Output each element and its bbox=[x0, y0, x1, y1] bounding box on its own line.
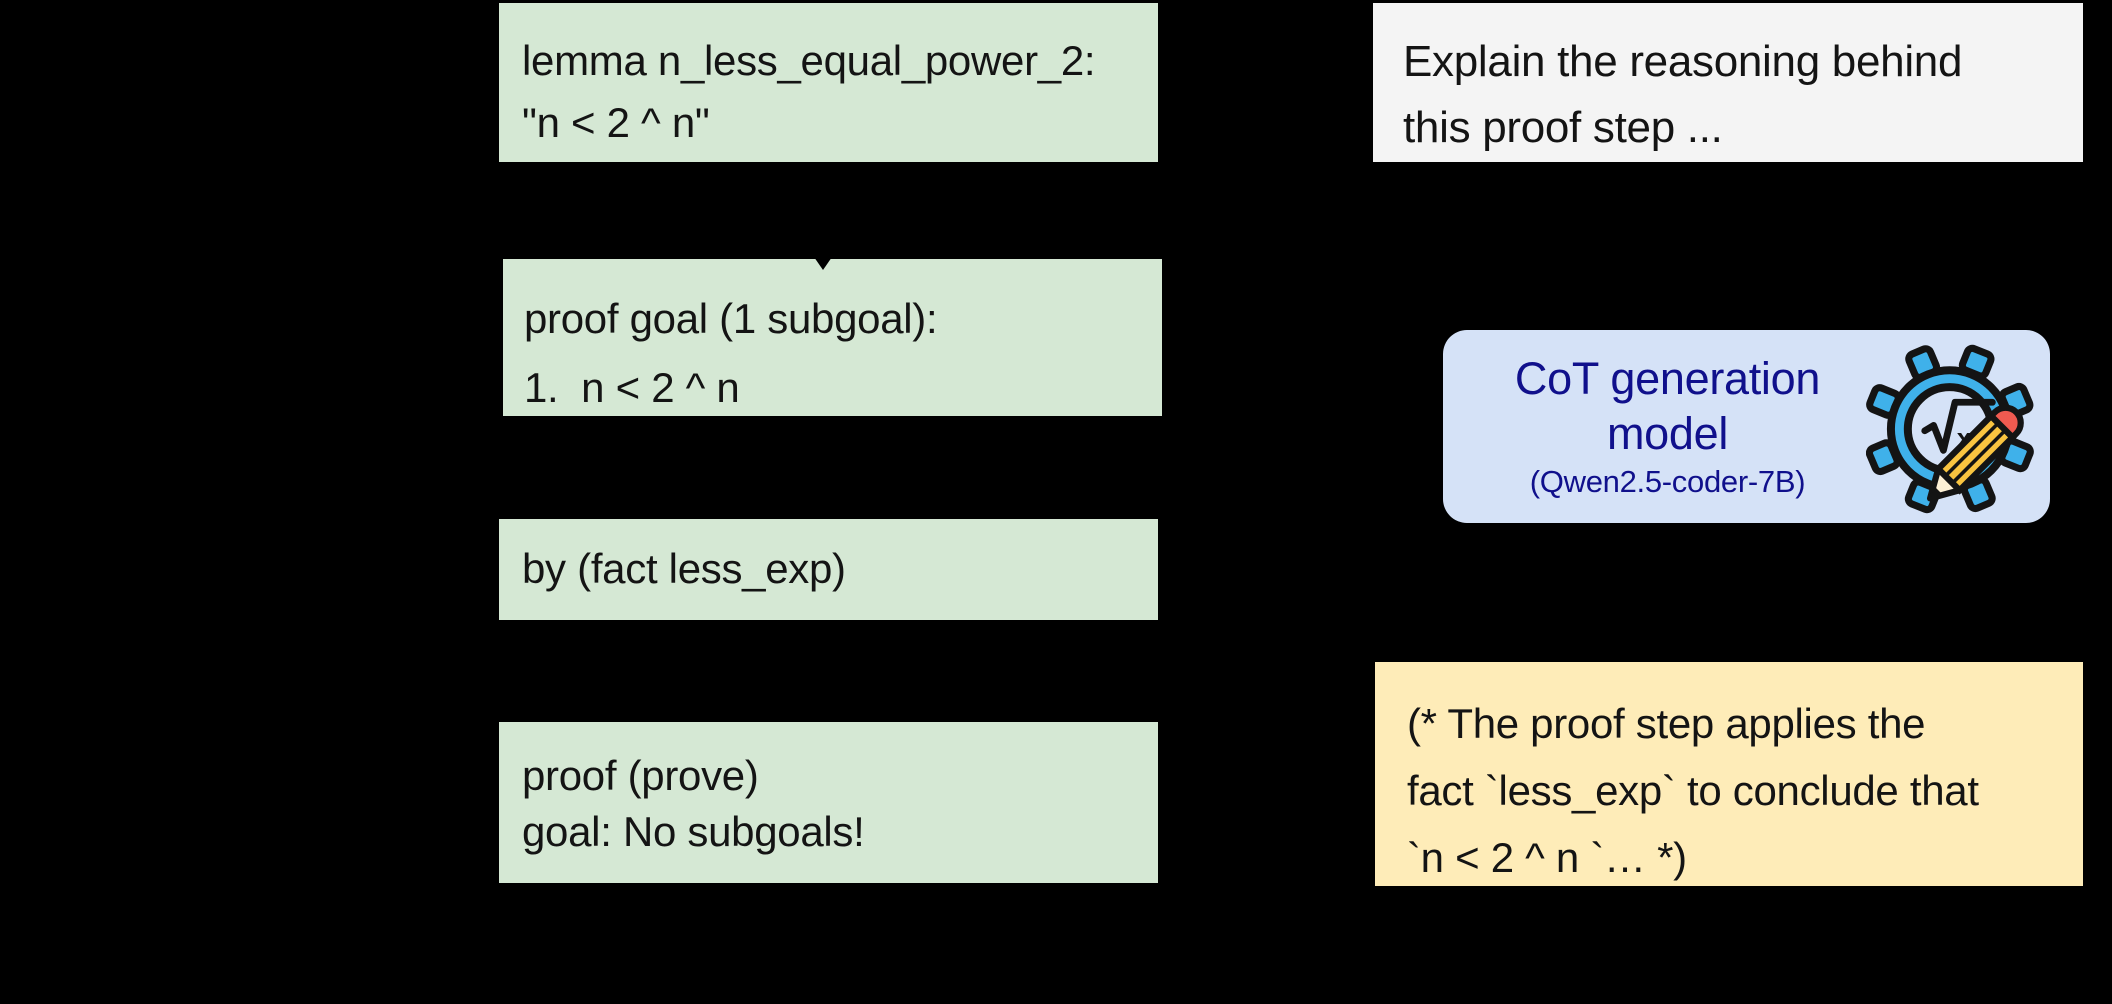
cot-output-box: (* The proof step applies the fact `less… bbox=[1375, 662, 2083, 886]
lemma-box: lemma n_less_equal_power_2: "n < 2 ^ n" bbox=[499, 3, 1158, 162]
cot-model-title-line-1: CoT generation bbox=[1514, 352, 1821, 404]
cot-model-box: CoT generation model (Qwen2.5-coder-7B) bbox=[1443, 330, 2050, 523]
output-line-2: fact `less_exp` to conclude that bbox=[1407, 767, 1979, 814]
proof-goal-line-1: proof goal (1 subgoal): bbox=[524, 295, 938, 342]
cot-model-title-line-2: model bbox=[1606, 407, 1729, 459]
arrowhead-tip-icon bbox=[814, 257, 832, 270]
lemma-line-2: "n < 2 ^ n" bbox=[522, 99, 710, 146]
proof-goal-line-2: 1. n < 2 ^ n bbox=[524, 364, 740, 411]
tactic-line-1: by (fact less_exp) bbox=[522, 545, 846, 592]
prompt-line-1: Explain the reasoning behind bbox=[1403, 37, 1963, 86]
cot-model-text: CoT generation model (Qwen2.5-coder-7B) bbox=[1443, 351, 1866, 503]
output-line-3: `n < 2 ^ n `… *) bbox=[1407, 834, 1687, 881]
cot-model-subtitle: (Qwen2.5-coder-7B) bbox=[1529, 463, 1806, 499]
proof-goal-box: proof goal (1 subgoal): 1. n < 2 ^ n bbox=[503, 259, 1162, 416]
prompt-box: Explain the reasoning behind this proof … bbox=[1373, 3, 2083, 162]
lemma-line-1: lemma n_less_equal_power_2: bbox=[522, 37, 1096, 84]
output-line-1: (* The proof step applies the bbox=[1407, 700, 1926, 747]
math-gear-pencil-icon: x Y bbox=[1865, 340, 2044, 518]
result-line-1: proof (prove) bbox=[522, 752, 759, 799]
prompt-line-2: this proof step ... bbox=[1403, 103, 1723, 152]
result-line-2: goal: No subgoals! bbox=[522, 808, 865, 855]
tactic-box: by (fact less_exp) bbox=[499, 519, 1158, 620]
result-box: proof (prove) goal: No subgoals! bbox=[499, 722, 1158, 883]
